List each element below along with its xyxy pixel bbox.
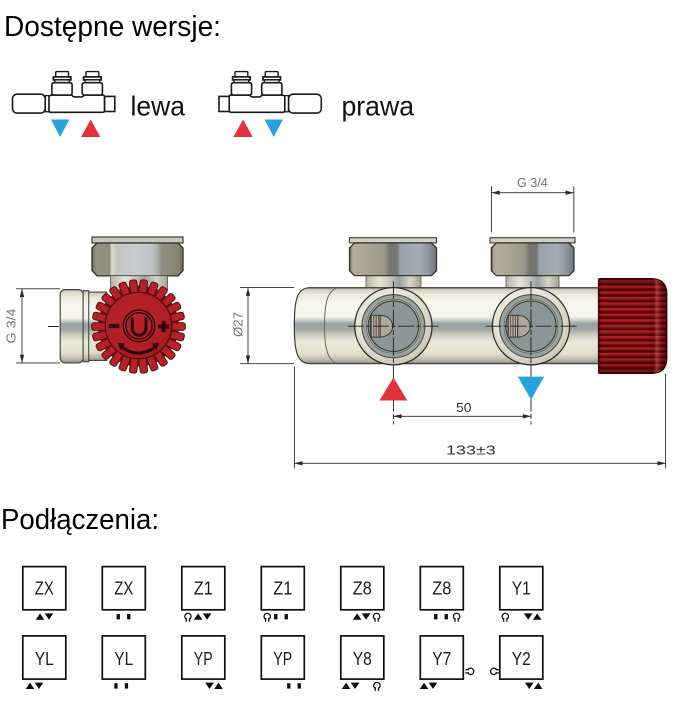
svg-text:ZX: ZX xyxy=(114,578,133,598)
svg-text:Podłączenia:: Podłączenia: xyxy=(1,504,159,536)
svg-text:Z1: Z1 xyxy=(273,578,292,598)
svg-text:ZX: ZX xyxy=(35,578,54,598)
svg-text:Ø27: Ø27 xyxy=(231,312,246,337)
svg-text:133±3: 133±3 xyxy=(446,443,496,458)
svg-text:G 3/4: G 3/4 xyxy=(517,175,548,190)
svg-text:YP: YP xyxy=(273,649,292,669)
svg-text:YP: YP xyxy=(194,649,213,669)
svg-text:YL: YL xyxy=(35,649,54,669)
svg-text:Y8: Y8 xyxy=(353,649,372,669)
svg-text:lewa: lewa xyxy=(131,91,186,122)
svg-text:YL: YL xyxy=(114,649,133,669)
svg-text:G 3/4: G 3/4 xyxy=(4,309,19,344)
svg-text:Z8: Z8 xyxy=(432,578,451,598)
svg-text:Y1: Y1 xyxy=(512,578,531,598)
svg-text:Z8: Z8 xyxy=(353,578,372,598)
svg-text:Y2: Y2 xyxy=(512,649,531,669)
svg-text:Y7: Y7 xyxy=(432,649,451,669)
svg-text:50: 50 xyxy=(456,400,472,415)
svg-text:Z1: Z1 xyxy=(194,578,213,598)
svg-text:Dostępne wersje:: Dostępne wersje: xyxy=(4,11,221,43)
svg-text:prawa: prawa xyxy=(342,91,415,122)
